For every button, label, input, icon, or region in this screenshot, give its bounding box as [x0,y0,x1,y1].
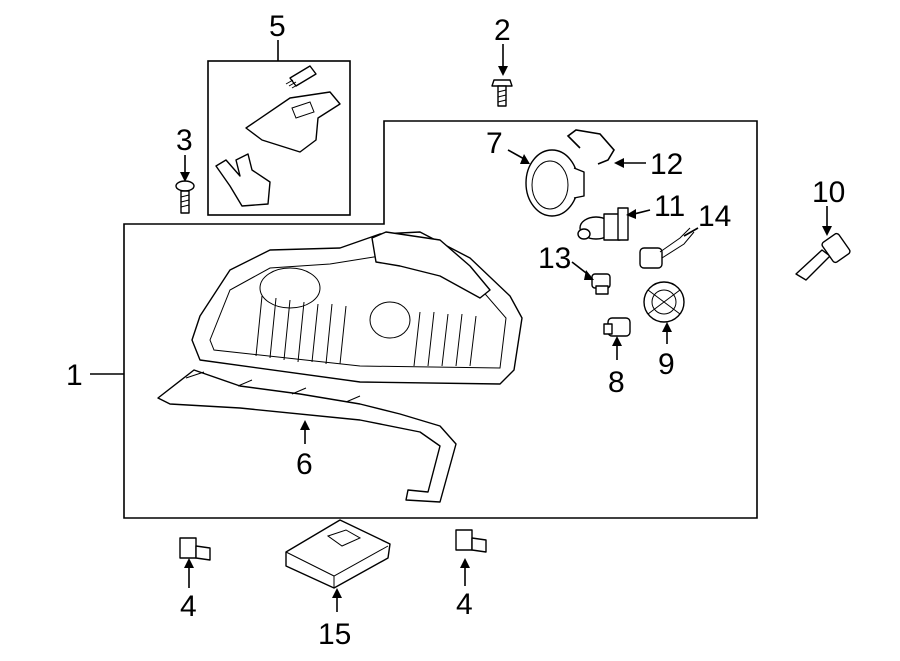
callout-12: 12 [650,148,683,181]
bulb-part-8[interactable] [603,317,631,337]
nut-part-4-left[interactable] [179,537,211,561]
callout-7: 7 [486,127,503,160]
callout-5: 5 [269,10,286,43]
callout-10: 10 [812,176,845,209]
callout-1: 1 [66,359,83,392]
bracket-kit-box [207,60,351,216]
bulb-part-13[interactable] [591,273,611,295]
callout-9: 9 [658,348,675,381]
screw-part-2[interactable] [491,79,513,107]
headlamp-housing[interactable] [191,231,523,385]
control-unit-part-15[interactable] [285,519,391,589]
retaining-clip-part-12[interactable] [566,129,615,165]
screw-part-3[interactable] [175,180,195,214]
socket-part-9[interactable] [643,281,685,323]
callout-11: 11 [654,190,685,223]
nut-part-4-right[interactable] [455,529,487,553]
assembly-outline-box [123,120,758,519]
callout-15: 15 [318,618,351,651]
callout-13: 13 [538,242,571,275]
gasket-ring-part-7[interactable] [525,149,585,217]
hid-bulb-part-10[interactable] [795,232,851,281]
callout-4-right: 4 [456,588,473,621]
callout-6: 6 [296,448,313,481]
leader-lines [90,40,832,612]
callout-4-left: 4 [180,590,197,623]
trim-strip-part-6[interactable] [157,369,457,503]
callout-3: 3 [176,124,193,157]
callout-14: 14 [698,200,731,233]
socket-part-14[interactable] [639,227,695,269]
bulb-part-11[interactable] [577,207,629,241]
callout-8: 8 [608,366,625,399]
bracket-kit-part[interactable] [215,65,341,207]
callout-2: 2 [494,14,511,47]
